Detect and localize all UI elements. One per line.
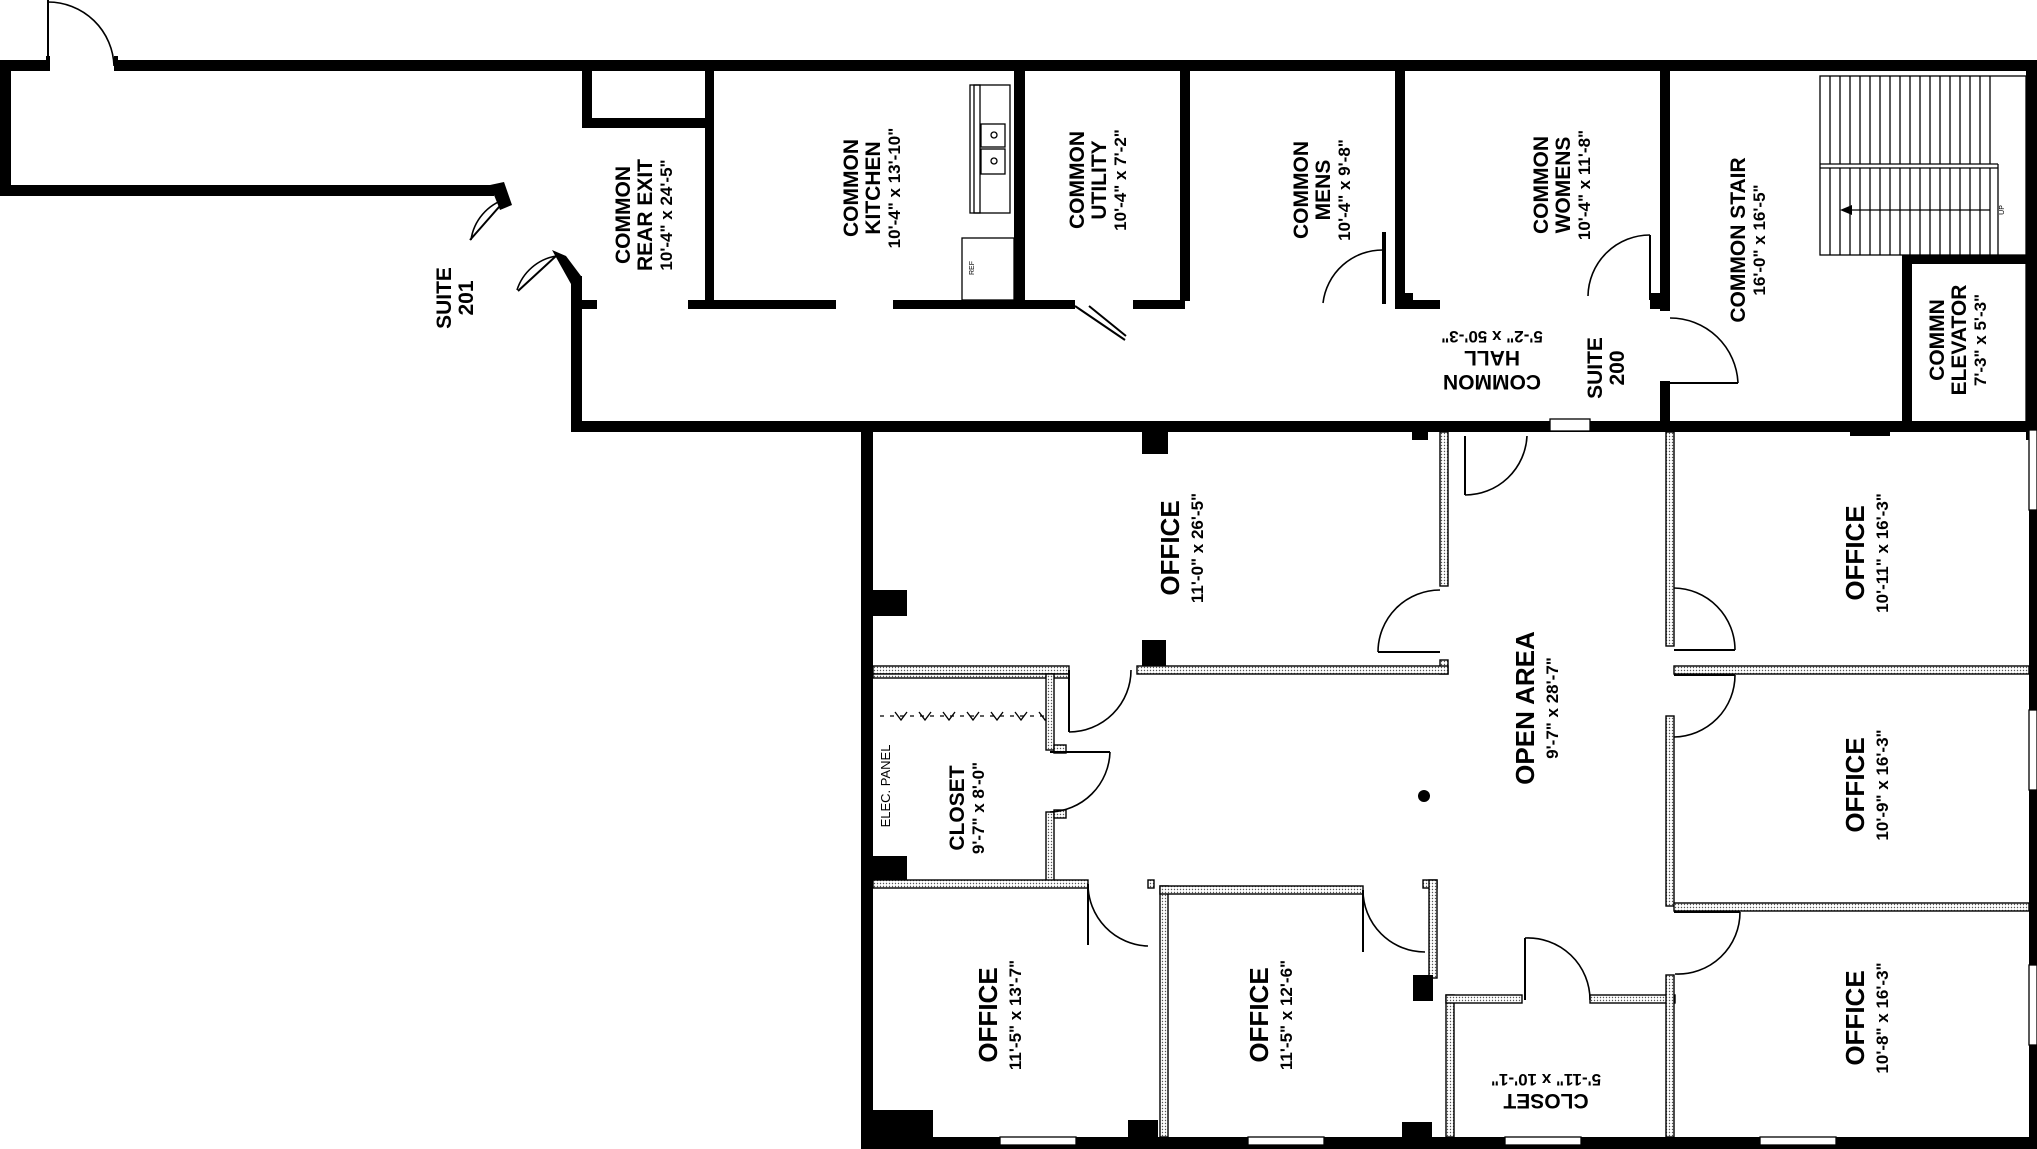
room-dimensions: 11'-5" x 12'-6" <box>1277 960 1296 1070</box>
room-dimensions: 10'-9" x 16'-3" <box>1873 729 1892 840</box>
room-label-utility: COMMON UTILITY 10'-4" x 7'-2" <box>1066 129 1130 231</box>
room-dimensions: 11'-5" x 13'-7" <box>1006 960 1025 1070</box>
entry-door[interactable] <box>46 0 118 71</box>
room-label-stair: COMMON STAIR 16'-0" x 16'-5" <box>1727 157 1769 322</box>
room-dimensions: 9'-7" x 28'-7" <box>1543 657 1562 759</box>
suite-number: 201 <box>455 280 478 315</box>
closet-rod-mark <box>894 711 908 722</box>
elec-panel-label: ELEC. PANEL <box>878 745 893 828</box>
closet-rod-mark <box>990 711 1004 722</box>
room-dimensions: 9'-7" x 8'-0" <box>969 762 988 854</box>
column-marker <box>1418 790 1430 802</box>
office-e-door[interactable] <box>1362 889 1426 953</box>
room-name: KITCHEN <box>862 141 885 234</box>
closet-rod-mark <box>966 711 980 722</box>
office-b-door[interactable] <box>1673 587 1736 651</box>
stair: UP <box>1819 75 2027 256</box>
room-dimensions: 10'-8" x 16'-3" <box>1873 962 1892 1073</box>
room-labels: COMMON REAR EXIT 10'-4" x 24'-5" COMMON … <box>433 128 1990 1112</box>
room-label-hall: COMMON HALL 5'-2" x 50'-3" <box>1441 327 1543 393</box>
room-dimensions: 11'-0" x 26'-5" <box>1188 493 1207 603</box>
room-dimensions: 10'-4" x 7'-2" <box>1111 129 1130 231</box>
ref-label: REF <box>969 261 976 275</box>
room-name: COMMN <box>1926 299 1949 381</box>
closet-b-door[interactable] <box>1524 937 1591 1001</box>
room-label-womens: COMMON WOMENS 10'-4" x 11'-8" <box>1530 130 1594 240</box>
room-label-office-d: OFFICE 11'-5" x 13'-7" <box>973 960 1025 1070</box>
room-name: ELEVATOR <box>1948 285 1971 396</box>
room-name: COMMON <box>612 166 635 264</box>
room-label-elevator: COMMN ELEVATOR 7'-3" x 5'-3" <box>1926 285 1990 396</box>
suite-name: SUITE <box>433 267 456 329</box>
room-name: COMMON STAIR <box>1727 157 1750 322</box>
room-dimensions: 16'-0" x 16'-5" <box>1750 184 1769 295</box>
room-name: COMMON <box>1530 136 1553 234</box>
room-name: OFFICE <box>1155 500 1185 595</box>
room-name: OPEN AREA <box>1510 631 1540 785</box>
room-label-office-b: OFFICE 10'-11" x 16'-3" <box>1840 493 1892 613</box>
room-label-rear-exit: COMMON REAR EXIT 10'-4" x 24'-5" <box>612 159 676 271</box>
room-dimensions: 7'-3" x 5'-3" <box>1971 294 1990 386</box>
room-dimensions: 10'-4" x 9'-8" <box>1335 139 1354 241</box>
utility-door[interactable] <box>1074 305 1127 341</box>
suite-label-200: SUITE 200 <box>1584 337 1629 399</box>
room-name: COMMON <box>840 139 863 237</box>
room-name: CLOSET <box>1503 1089 1588 1112</box>
elevator-door[interactable] <box>1904 299 1912 381</box>
windows <box>999 418 2037 1146</box>
room-name: OFFICE <box>1840 505 1870 600</box>
mens-door[interactable] <box>1322 232 1384 304</box>
room-label-office-c: OFFICE 10'-9" x 16'-3" <box>1840 729 1892 840</box>
suite-label-201: SUITE 201 <box>433 267 478 329</box>
suite-201-door[interactable] <box>469 198 557 292</box>
room-name: COMMON <box>1290 141 1313 239</box>
closet-a-door[interactable] <box>1049 751 1111 813</box>
room-label-open-area: OPEN AREA 9'-7" x 28'-7" <box>1510 631 1562 785</box>
office-f-door[interactable] <box>1674 911 1741 975</box>
stair-door[interactable] <box>1669 317 1739 384</box>
suite-200-entry-door[interactable] <box>1464 435 1528 496</box>
room-dimensions: 10'-11" x 16'-3" <box>1873 493 1892 613</box>
room-dimensions: 10'-4" x 24'-5" <box>657 159 676 270</box>
room-name: UTILITY <box>1088 140 1111 219</box>
common-interior-walls <box>582 71 2027 432</box>
office-a-lower-door[interactable] <box>1068 669 1132 733</box>
closet-rod-mark <box>918 711 932 722</box>
womens-door[interactable] <box>1587 234 1651 300</box>
stair-up-label: UP <box>1999 205 2006 215</box>
room-label-office-e: OFFICE 11'-5" x 12'-6" <box>1244 960 1296 1070</box>
room-name: COMMON <box>1443 370 1541 393</box>
room-label-closet-b: CLOSET 5'-11" x 10'-1" <box>1491 1070 1601 1112</box>
room-name: REAR EXIT <box>634 159 657 271</box>
room-name: WOMENS <box>1552 137 1575 234</box>
room-label-kitchen: COMMON KITCHEN 10'-4" x 13'-10" <box>840 128 904 249</box>
suite-partitions <box>872 424 2030 1138</box>
room-dimensions: 5'-2" x 50'-3" <box>1441 327 1543 346</box>
closet-rod-mark <box>942 711 956 722</box>
office-d-door[interactable] <box>1087 883 1149 947</box>
room-label-mens: COMMON MENS 10'-4" x 9'-8" <box>1290 139 1354 241</box>
suite-number: 200 <box>1606 350 1629 385</box>
closet-rod-mark <box>1014 711 1028 722</box>
room-dimensions: 10'-4" x 11'-8" <box>1575 130 1594 240</box>
room-name: OFFICE <box>973 967 1003 1062</box>
room-dimensions: 10'-4" x 13'-10" <box>885 128 904 249</box>
room-name: MENS <box>1312 160 1335 221</box>
room-name: CLOSET <box>946 765 969 850</box>
room-name: OFFICE <box>1840 737 1870 832</box>
room-dimensions: 5'-11" x 10'-1" <box>1491 1070 1601 1089</box>
suite-name: SUITE <box>1584 337 1607 399</box>
room-label-office-f: OFFICE 10'-8" x 16'-3" <box>1840 962 1892 1073</box>
room-name: OFFICE <box>1840 970 1870 1065</box>
room-name: COMMON <box>1066 131 1089 229</box>
room-name: HALL <box>1464 346 1520 369</box>
room-label-closet-a: CLOSET 9'-7" x 8'-0" <box>946 762 988 854</box>
office-a-door[interactable] <box>1377 589 1441 653</box>
kitchen-counter: REF <box>961 84 1015 301</box>
office-c-door[interactable] <box>1673 674 1736 738</box>
room-name: OFFICE <box>1244 967 1274 1062</box>
doors[interactable] <box>46 0 1741 1001</box>
room-label-office-a: OFFICE 11'-0" x 26'-5" <box>1155 493 1207 603</box>
